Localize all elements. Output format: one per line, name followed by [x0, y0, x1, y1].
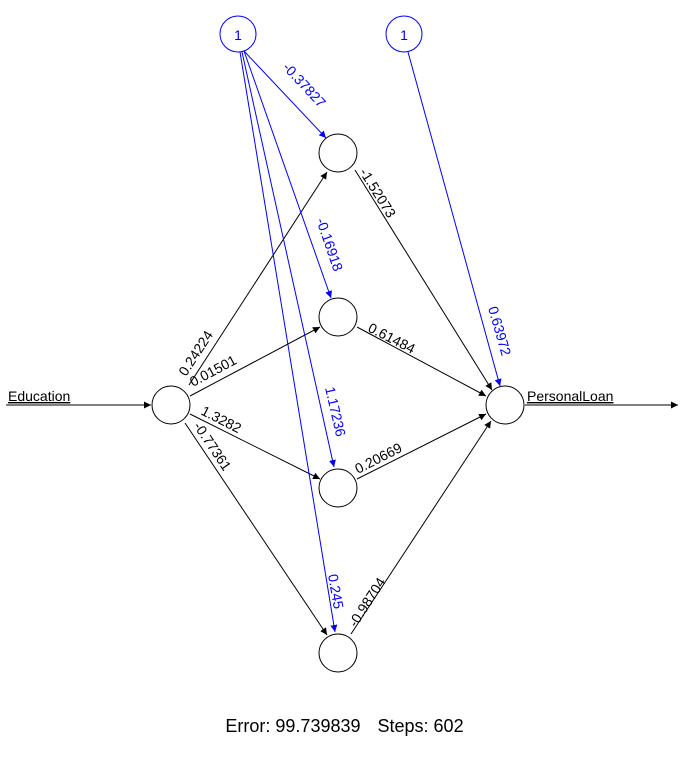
bias-label-hidden: 1 [234, 27, 242, 43]
edge-h4-output [350, 420, 492, 635]
edge-bias-h4 [239, 51, 338, 633]
input-label: Education [8, 388, 70, 404]
bias-node-hidden [219, 15, 257, 53]
weight-label-h1-output: -1.52073 [356, 165, 399, 221]
weight-label-bias-h4: 0.245 [325, 573, 347, 610]
hidden-node-2 [318, 297, 358, 337]
error-text: Error: 99.739839 [225, 716, 361, 736]
bias-label-output: 1 [400, 27, 408, 43]
edge-input-h4 [184, 422, 328, 636]
steps-text: Steps: 602 [377, 716, 464, 736]
training-summary: Error: 99.739839 Steps: 602 [0, 716, 689, 737]
output-label: PersonalLoan [527, 388, 613, 404]
input-node [151, 385, 191, 425]
edge-input-h2 [189, 326, 321, 397]
edge-bias-h2 [243, 50, 332, 299]
bias-node-output [385, 15, 423, 53]
edge-input-h1 [188, 171, 328, 386]
edge-bias-output [407, 51, 502, 387]
edge-h2-output [356, 326, 487, 397]
edge-h1-output [354, 169, 493, 391]
edge-input-h3 [189, 413, 321, 480]
weight-label-h4-output: -0.98704 [345, 574, 389, 629]
edge-bias-h1 [243, 50, 327, 139]
hidden-node-1 [318, 133, 358, 173]
hidden-node-3 [318, 468, 358, 508]
weight-label-h2-output: 0.61484 [366, 319, 419, 356]
edge-bias-h3 [241, 51, 336, 468]
weight-label-bias-h1: -0.37827 [280, 59, 330, 110]
weight-label-bias-h2: -0.16918 [313, 216, 346, 274]
output-node [485, 385, 525, 425]
weight-label-h3-output: 0.20669 [352, 439, 405, 476]
edge-h3-output [356, 413, 487, 480]
hidden-node-4 [318, 633, 358, 673]
